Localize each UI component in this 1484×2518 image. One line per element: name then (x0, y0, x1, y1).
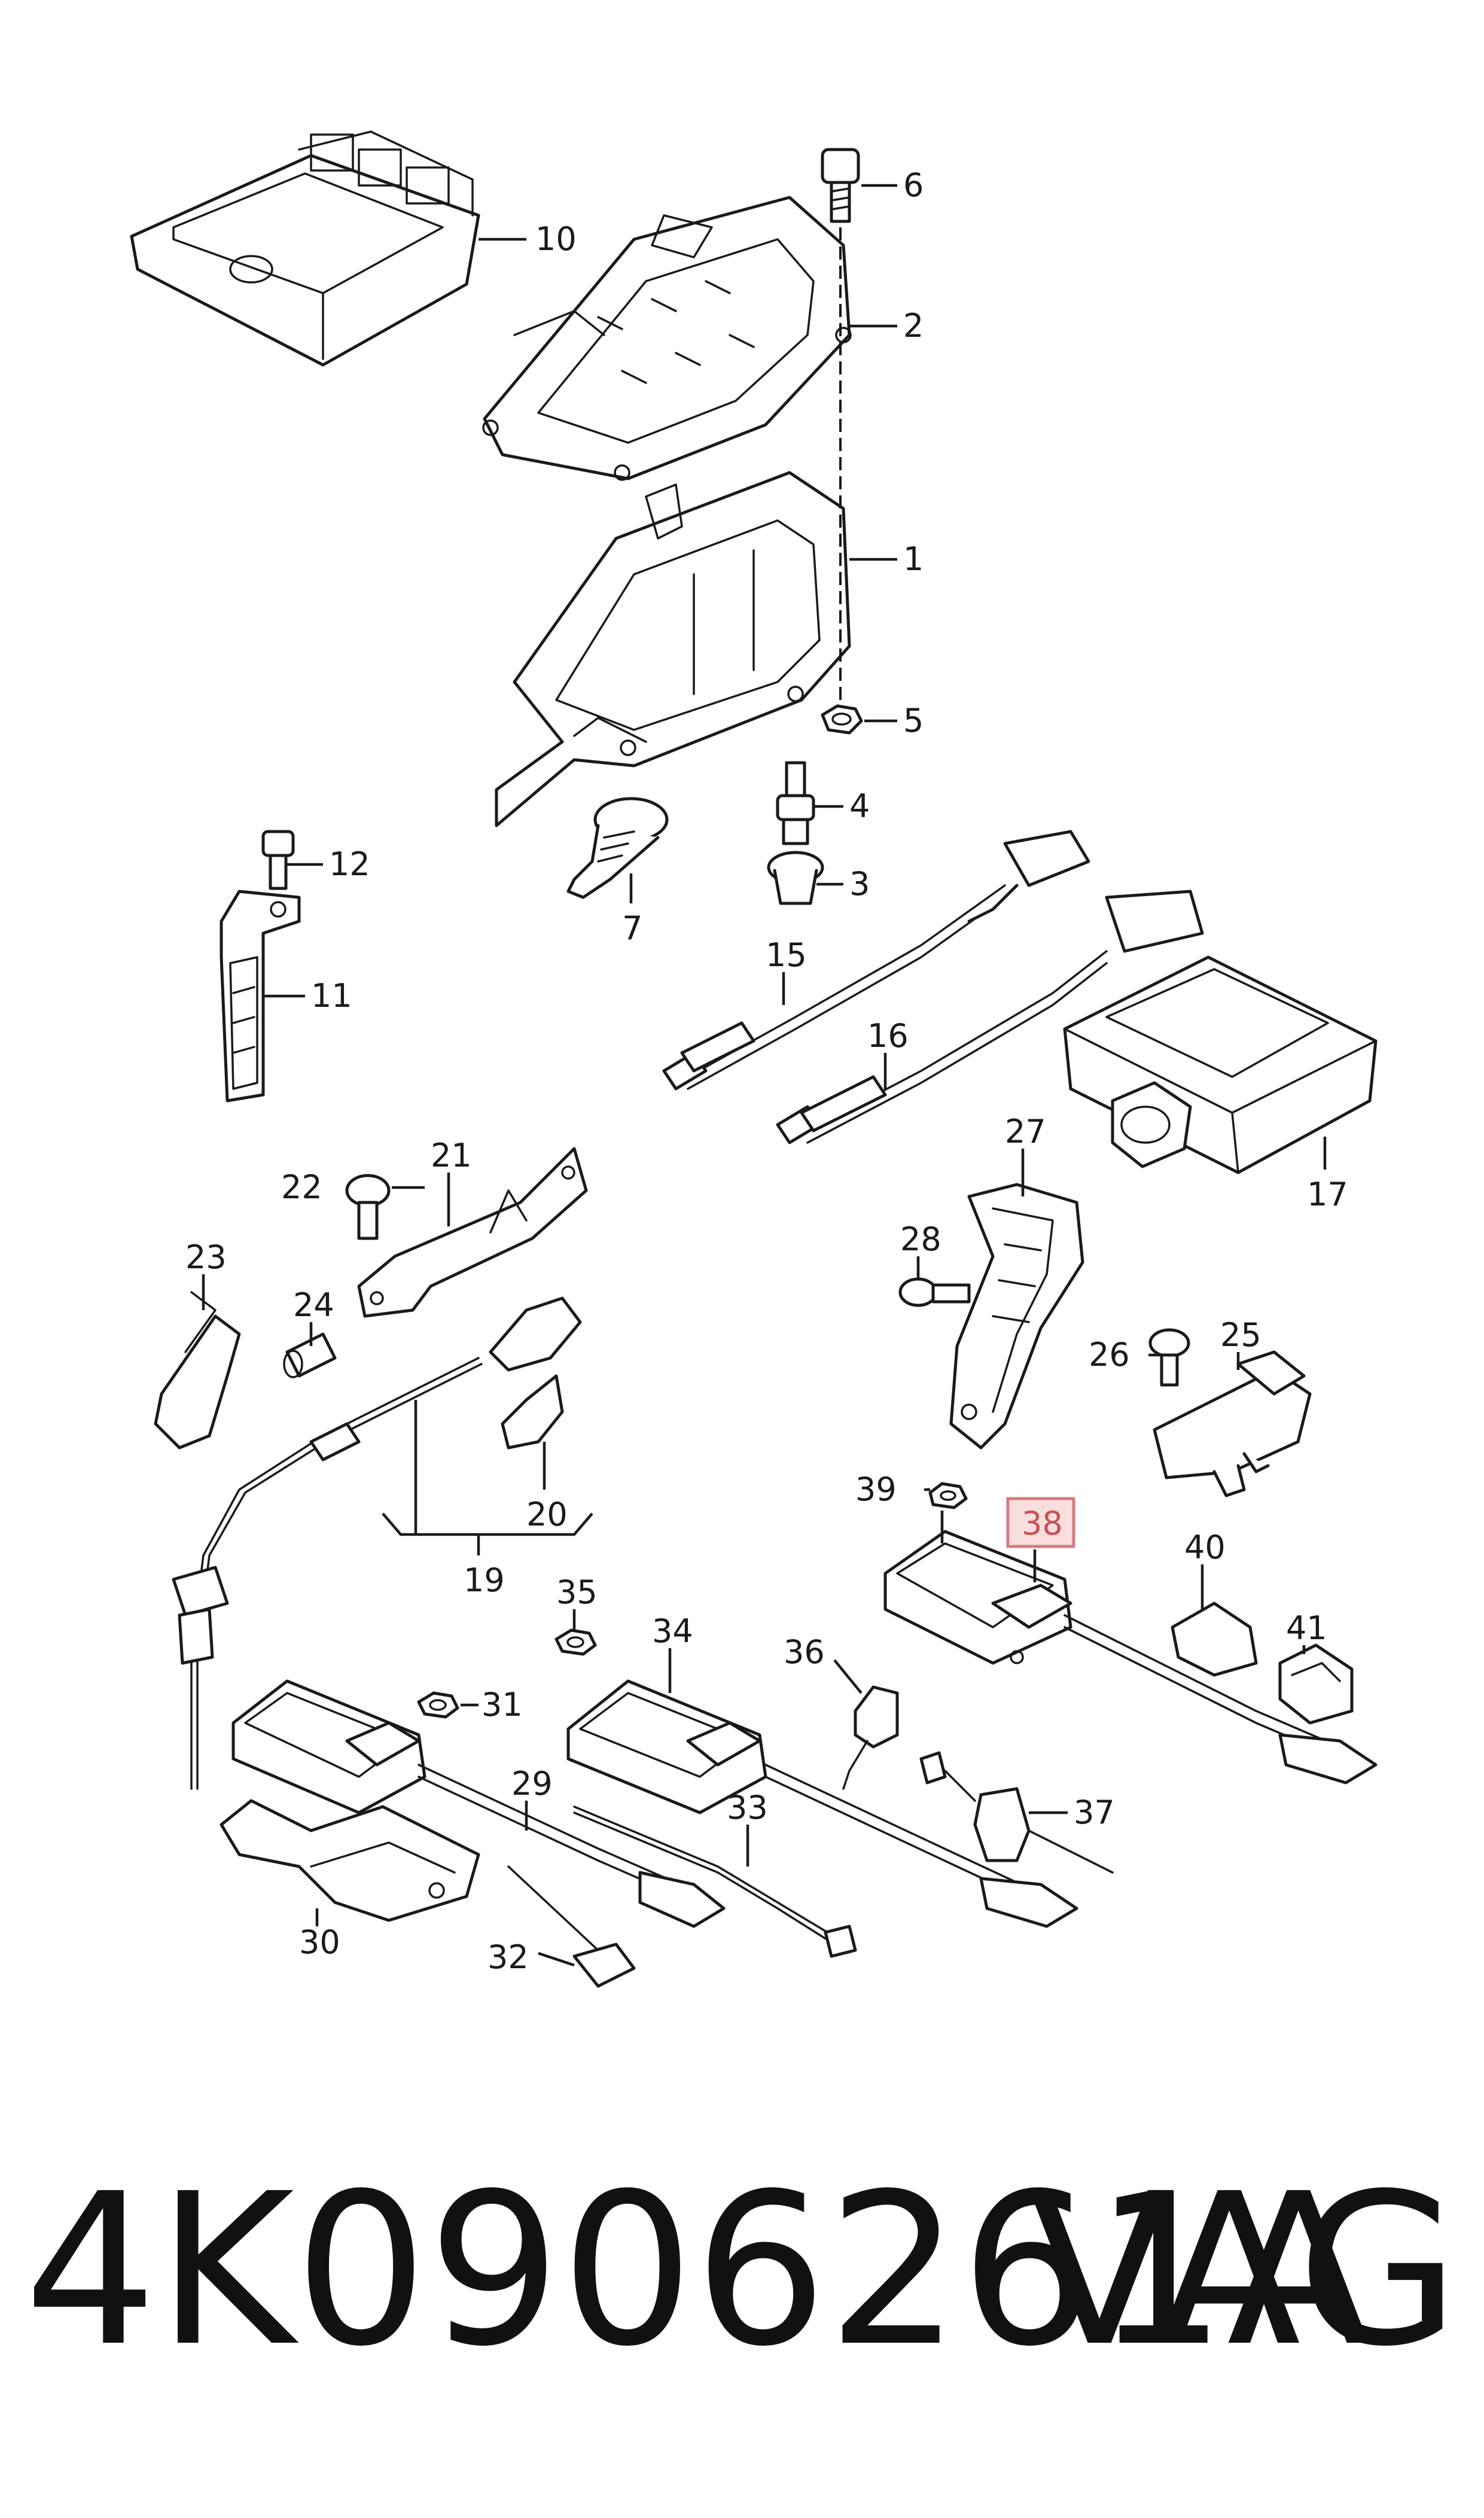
callout-38: 38 (1022, 1505, 1063, 1542)
callout-28: 28 (900, 1220, 941, 1258)
callout-25: 25 (1220, 1316, 1261, 1354)
parts-diagram: 10 6 2 1 5 4 3 7 12 11 15 16 17 22 21 23… (130, 130, 1378, 1988)
callout-23: 23 (185, 1238, 227, 1276)
part-31-nut[interactable] (417, 1691, 459, 1719)
callout-12: 12 (329, 845, 370, 883)
part-12-screw[interactable] (261, 830, 295, 890)
part-16-probe[interactable] (776, 890, 1204, 1144)
callout-17: 17 (1307, 1176, 1348, 1213)
callout-15: 15 (766, 936, 807, 974)
part-5-nut[interactable] (821, 704, 863, 735)
part-20-clip[interactable] (501, 1374, 564, 1450)
part-36-clip[interactable] (842, 1685, 899, 1790)
callout-36: 36 (784, 1633, 825, 1671)
callout-21: 21 (431, 1137, 472, 1174)
callout-33: 33 (727, 1789, 768, 1826)
part-1-lower-housing[interactable] (495, 471, 851, 827)
part-39-nut[interactable] (928, 1482, 968, 1509)
callout-26: 26 (1089, 1336, 1130, 1374)
callout-labels: 10 6 2 1 5 4 3 7 12 11 15 16 17 22 21 23… (185, 166, 1348, 1976)
part-37-connector[interactable] (919, 1751, 1114, 1874)
part-17-control-box[interactable] (1063, 955, 1378, 1174)
part-23-clip[interactable] (154, 1291, 241, 1450)
callout-16: 16 (867, 1017, 909, 1055)
callout-27: 27 (1005, 1113, 1046, 1150)
part-3-grommet[interactable] (767, 851, 824, 905)
callout-22: 22 (281, 1168, 322, 1206)
part-25-pressure-sensor[interactable] (1153, 1350, 1312, 1497)
part-19-temp-sensor[interactable] (172, 1296, 582, 1790)
part-34-nox-sensor[interactable] (566, 1679, 1078, 1928)
part-22-screw[interactable] (345, 1174, 391, 1240)
part-40-clip[interactable] (1171, 1601, 1258, 1677)
callout-4: 4 (849, 787, 870, 825)
callout-29: 29 (511, 1765, 553, 1803)
callout-7: 7 (622, 909, 642, 947)
part-33-wire[interactable] (573, 1805, 857, 1958)
callout-37: 37 (1074, 1794, 1115, 1831)
part-2-upper-cover[interactable] (482, 196, 852, 481)
part-15-probe[interactable] (662, 830, 1090, 1091)
callout-1: 1 (903, 540, 924, 578)
callout-24: 24 (293, 1286, 334, 1324)
callout-10: 10 (535, 220, 577, 258)
bracket-19 (382, 1512, 593, 1555)
callout-5: 5 (903, 702, 924, 739)
callout-30: 30 (299, 1923, 340, 1961)
callout-2: 2 (903, 307, 924, 345)
part-38-nox-sensor[interactable] (883, 1530, 1378, 1785)
part-4-stud[interactable] (776, 761, 815, 845)
part-7-breather[interactable] (566, 797, 669, 899)
part-11-sensor[interactable] (220, 890, 301, 1103)
part-10-control-unit[interactable] (130, 130, 480, 367)
part-29-nox-sensor[interactable] (231, 1679, 726, 1928)
callout-31: 31 (482, 1686, 523, 1724)
part-32-cable-tie[interactable] (507, 1865, 636, 1988)
brand-name: VAG (1028, 2148, 1459, 2392)
footer: 4K0906261A VAG (24, 2130, 1459, 2441)
callout-20: 20 (526, 1496, 568, 1533)
callout-3: 3 (849, 865, 870, 903)
part-number: 4K0906261A (24, 2148, 1370, 2392)
part-35-nut[interactable] (554, 1628, 597, 1656)
callout-39: 39 (855, 1470, 897, 1508)
callout-35: 35 (556, 1573, 598, 1611)
part-6-bolt[interactable] (821, 148, 860, 223)
part-21-bracket[interactable] (357, 1147, 588, 1318)
part-26-screw[interactable] (1148, 1328, 1190, 1387)
part-41-clip[interactable] (1278, 1643, 1354, 1725)
callout-19: 19 (464, 1561, 505, 1599)
part-27-bracket[interactable] (949, 1183, 1084, 1450)
callout-6: 6 (903, 166, 924, 204)
callout-38-highlight[interactable] (1006, 1497, 1075, 1548)
part-28-screw[interactable] (898, 1277, 971, 1307)
callout-41: 41 (1286, 1609, 1327, 1647)
part-30-bracket[interactable] (220, 1799, 480, 1922)
leader-lines (202, 184, 1327, 1967)
callout-40: 40 (1184, 1529, 1226, 1566)
callout-11: 11 (311, 977, 352, 1015)
callout-34: 34 (652, 1612, 693, 1650)
callout-32: 32 (487, 1938, 529, 1976)
part-24-sleeve[interactable] (283, 1332, 337, 1378)
